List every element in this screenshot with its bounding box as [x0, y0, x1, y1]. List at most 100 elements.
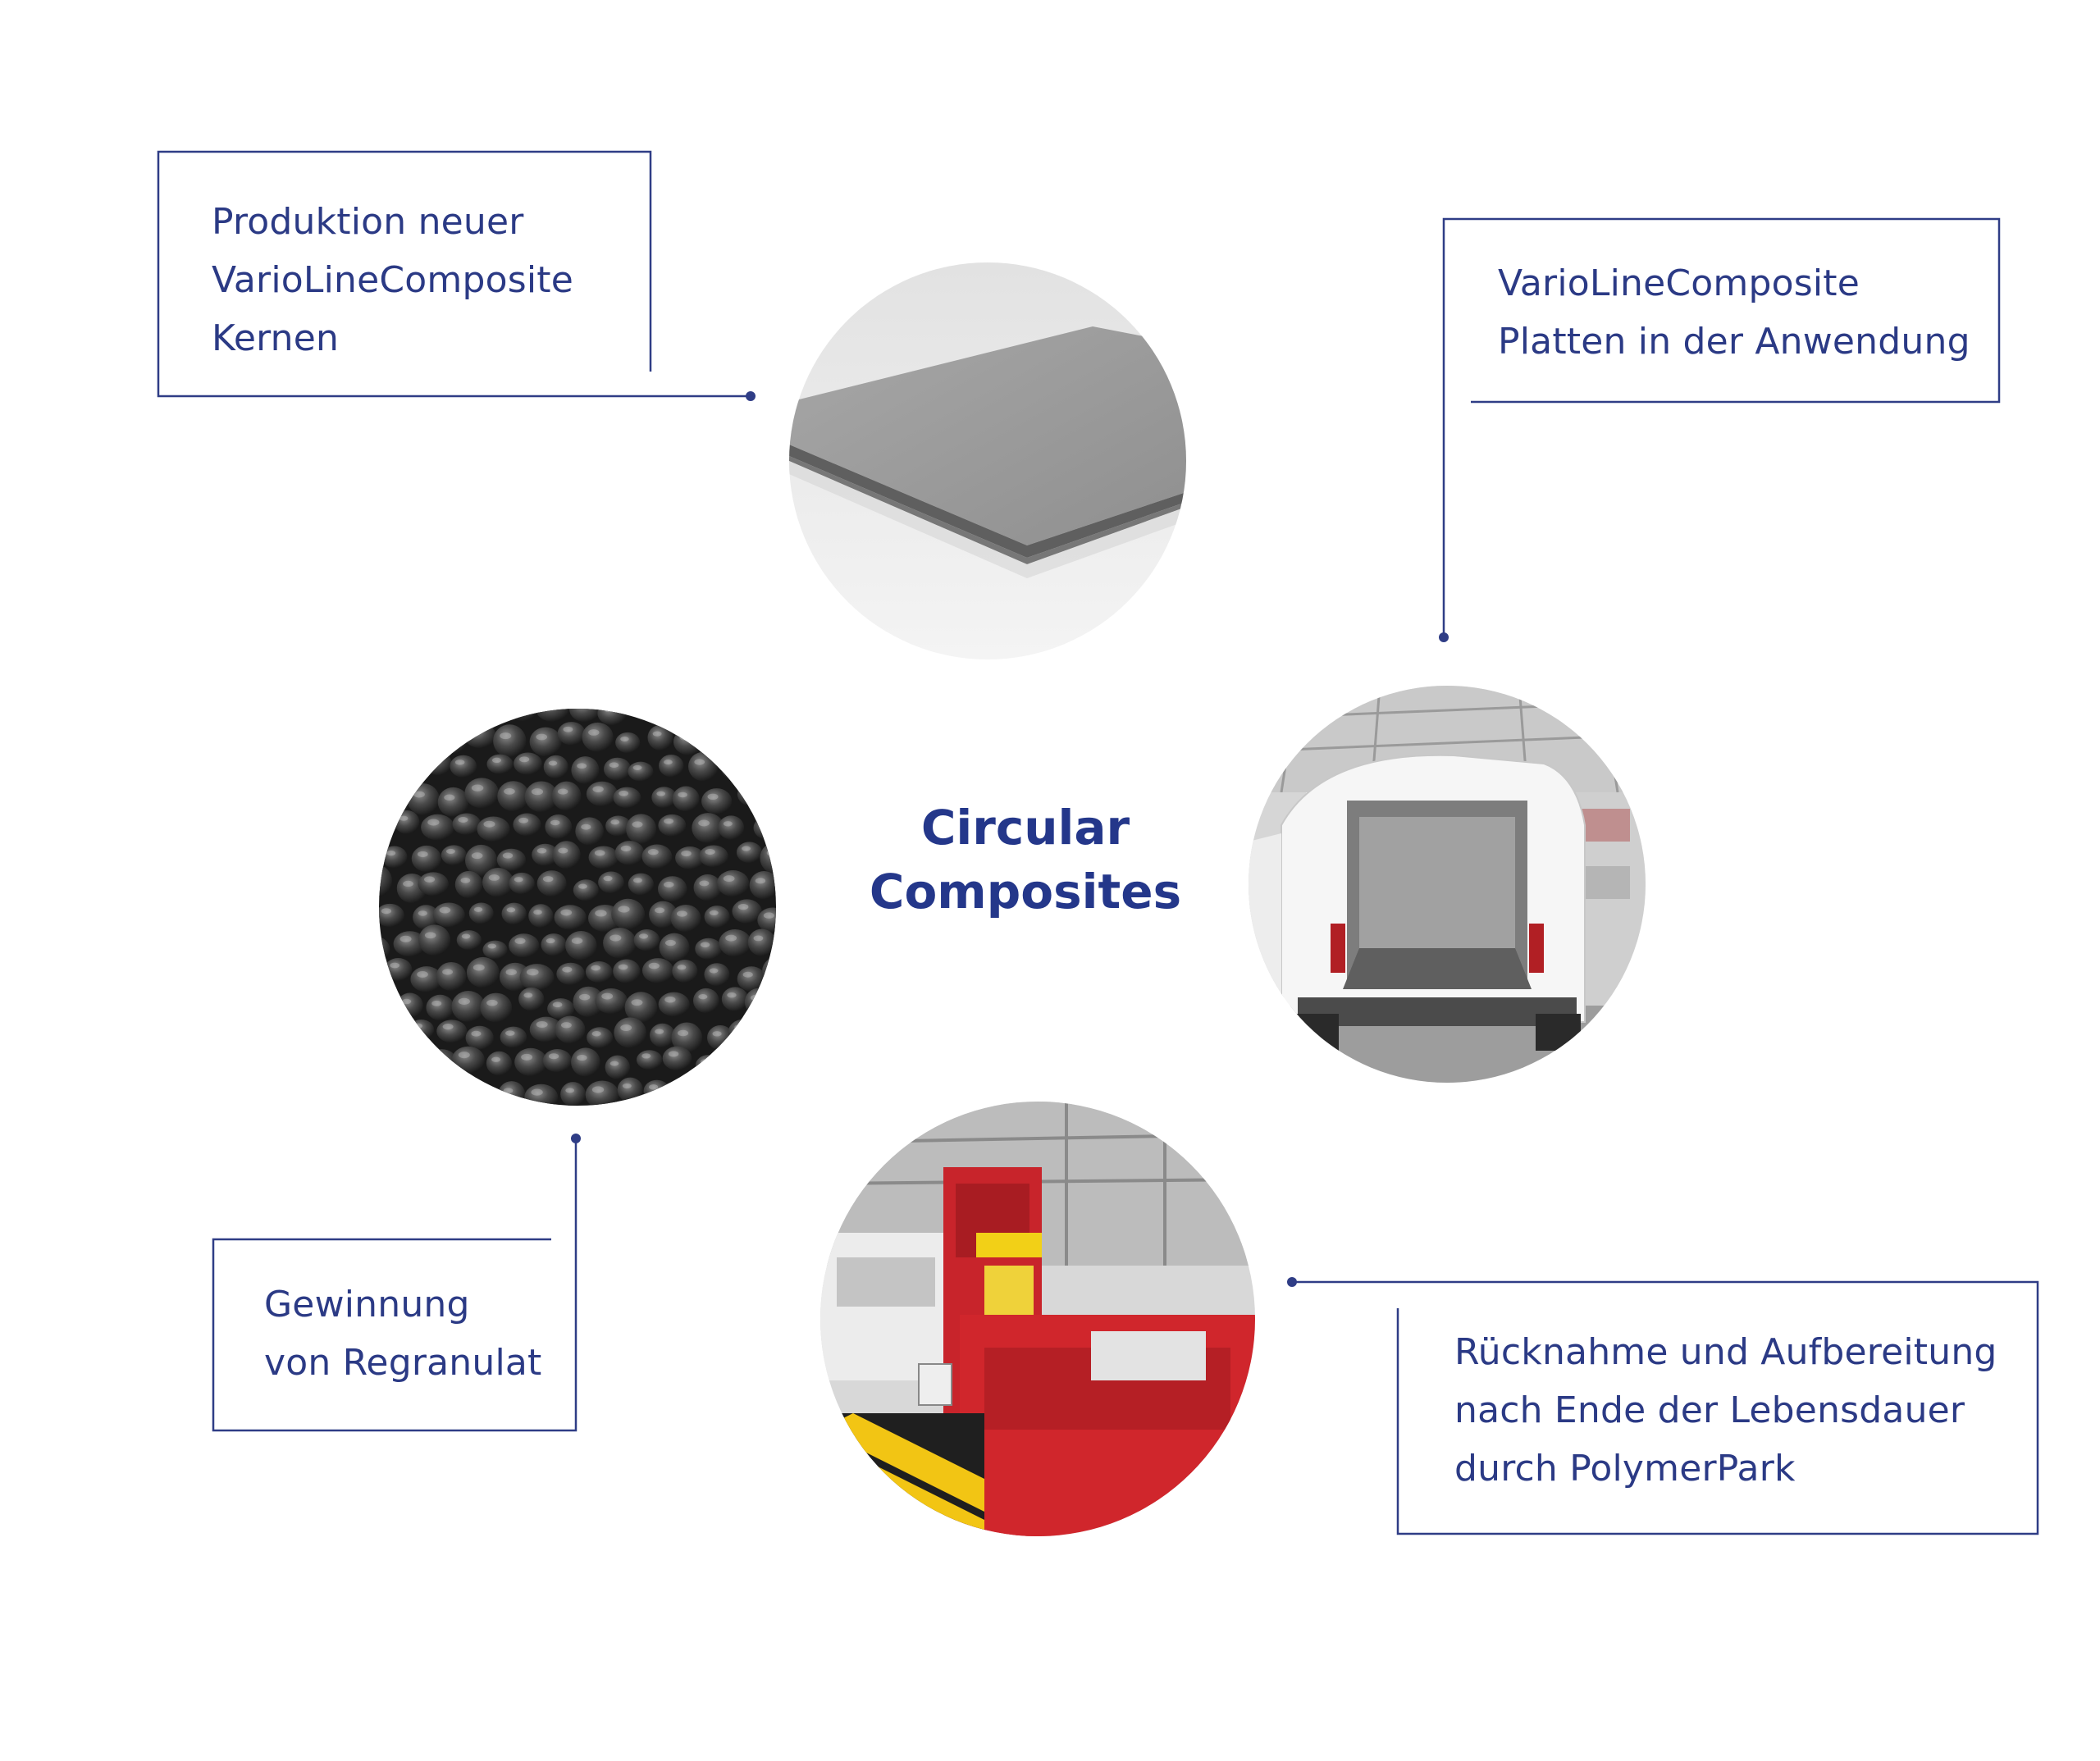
granulate-bead [518, 987, 545, 1011]
granulate-bead [598, 871, 624, 893]
granulate-bead [547, 998, 575, 1020]
granulate-highlight [403, 880, 414, 887]
granulate-highlight [558, 847, 568, 854]
granulate-highlight [676, 910, 687, 917]
granulate-highlight [638, 933, 649, 939]
granulate-highlight [454, 760, 465, 765]
granulate-highlight [505, 1030, 515, 1036]
granulate-highlight [648, 962, 660, 969]
granulate-bead [407, 783, 440, 815]
granulate-highlight [755, 878, 766, 884]
granulate-highlight [588, 729, 600, 736]
granulate-bead [649, 901, 678, 928]
granulate-bead [571, 1047, 600, 1077]
box-return-outline [1293, 1280, 2039, 1535]
granulate-bead [658, 992, 690, 1017]
recycling-machine-photo-icon [820, 1102, 1255, 1536]
granulate-bead [585, 1080, 619, 1106]
granulate-bead [672, 959, 698, 983]
granulate-highlight [641, 1053, 651, 1059]
granulate-bead [671, 1022, 703, 1053]
connector-dot [1439, 632, 1449, 642]
granulate-bead [662, 1046, 692, 1070]
granulate-bead [615, 732, 641, 754]
granulate-highlight [491, 757, 502, 764]
granulate-bead [657, 876, 687, 902]
granulate-highlight [622, 1083, 632, 1089]
granulate-highlight [503, 1088, 514, 1094]
granulate-highlight [471, 784, 484, 792]
granulate-bead [477, 816, 510, 842]
granulate-highlight [709, 910, 719, 916]
granulate-bead [749, 871, 776, 900]
granulate-bead [450, 755, 477, 778]
granulate-bead [545, 814, 573, 839]
granulate-bead [418, 872, 449, 896]
granulate-bead [624, 992, 658, 1024]
granulate-highlight [648, 1084, 659, 1090]
granulate-bead [695, 938, 722, 960]
granulate-bead [605, 815, 632, 837]
granulate-bead [603, 757, 632, 781]
center-title-line2: Composites [869, 864, 1182, 919]
center-title-line1: Circular [920, 800, 1130, 855]
granulate-bead [701, 788, 733, 814]
label-regranulate: Gewinnung von Regranulat [264, 1284, 542, 1384]
granulate-bead [565, 931, 597, 960]
granulate-highlight [487, 943, 497, 949]
granulate-highlight [578, 883, 587, 889]
granulate-highlight [399, 815, 409, 821]
granulate-highlight [502, 852, 514, 859]
granulate-bead [418, 924, 451, 956]
granulate-bead [716, 869, 750, 897]
granulate-highlight [427, 819, 440, 826]
granulate-highlight [655, 1029, 664, 1034]
granulate-bead [556, 962, 585, 985]
box-regranulate-outline [212, 1140, 578, 1432]
granulate-highlight [618, 906, 630, 913]
granulate-bead [675, 846, 705, 869]
granulate-highlight [471, 852, 483, 860]
granulate-bead [658, 814, 687, 837]
granulate-highlight [424, 876, 436, 883]
granulate-bead [486, 1051, 513, 1076]
granulate-highlight [579, 993, 591, 1001]
box-application-outline [1442, 217, 2001, 636]
granulate-highlight [546, 938, 555, 944]
granulate-highlight [413, 791, 425, 798]
granulate-bead [659, 933, 690, 962]
granulate-bead [464, 778, 500, 809]
van-cargo-photo-icon [1249, 686, 1646, 1083]
granulate-bead [552, 841, 581, 869]
granulate-highlight [505, 969, 517, 976]
granulate-highlight [699, 880, 710, 887]
granulate-bead [718, 815, 745, 840]
granulate-highlight [531, 788, 544, 796]
granulate-bead [587, 1027, 614, 1048]
granulate-highlight [536, 847, 547, 854]
granulate-highlight [594, 850, 605, 856]
granulate-highlight [439, 906, 451, 914]
granulate-highlight [664, 881, 674, 888]
granulate-bead [465, 844, 498, 877]
granulate-bead [651, 787, 677, 809]
granulate-highlight [552, 1001, 563, 1008]
granulate-bead [736, 842, 762, 864]
granulate-highlight [632, 878, 642, 883]
granulate-highlight [664, 818, 674, 824]
granulate-bead [436, 1020, 468, 1043]
granulate-highlight [557, 788, 568, 795]
granulate-highlight [399, 935, 412, 942]
granulate-bead [486, 754, 514, 774]
granulate-highlight [609, 934, 622, 942]
granulate-bead [699, 845, 728, 868]
granulate-bead [509, 933, 540, 958]
granulate-highlight [694, 759, 705, 765]
granulate-highlight [458, 997, 470, 1005]
granulate-highlight [518, 817, 529, 823]
granulate-highlight [533, 910, 542, 915]
granulate-highlight [483, 820, 495, 828]
granulate-bead [379, 865, 393, 897]
granulate-highlight [591, 965, 600, 971]
granulate-bead [524, 781, 559, 813]
